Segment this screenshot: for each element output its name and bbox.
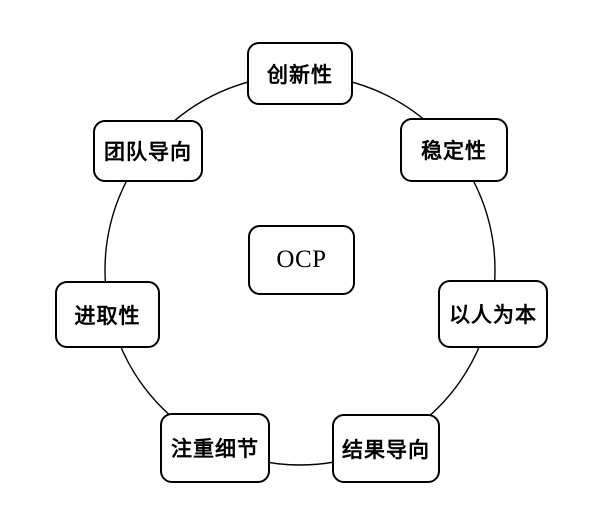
node-detail-oriented: 注重细节 <box>160 413 270 483</box>
node-innovation: 创新性 <box>247 42 353 105</box>
node-results-oriented: 结果导向 <box>332 414 440 483</box>
node-people-oriented: 以人为本 <box>438 280 548 348</box>
node-ocp-center: OCP <box>248 225 355 295</box>
node-team-oriented: 团队导向 <box>93 120 203 182</box>
node-enterprising: 进取性 <box>55 281 160 348</box>
node-stability: 稳定性 <box>400 118 508 182</box>
